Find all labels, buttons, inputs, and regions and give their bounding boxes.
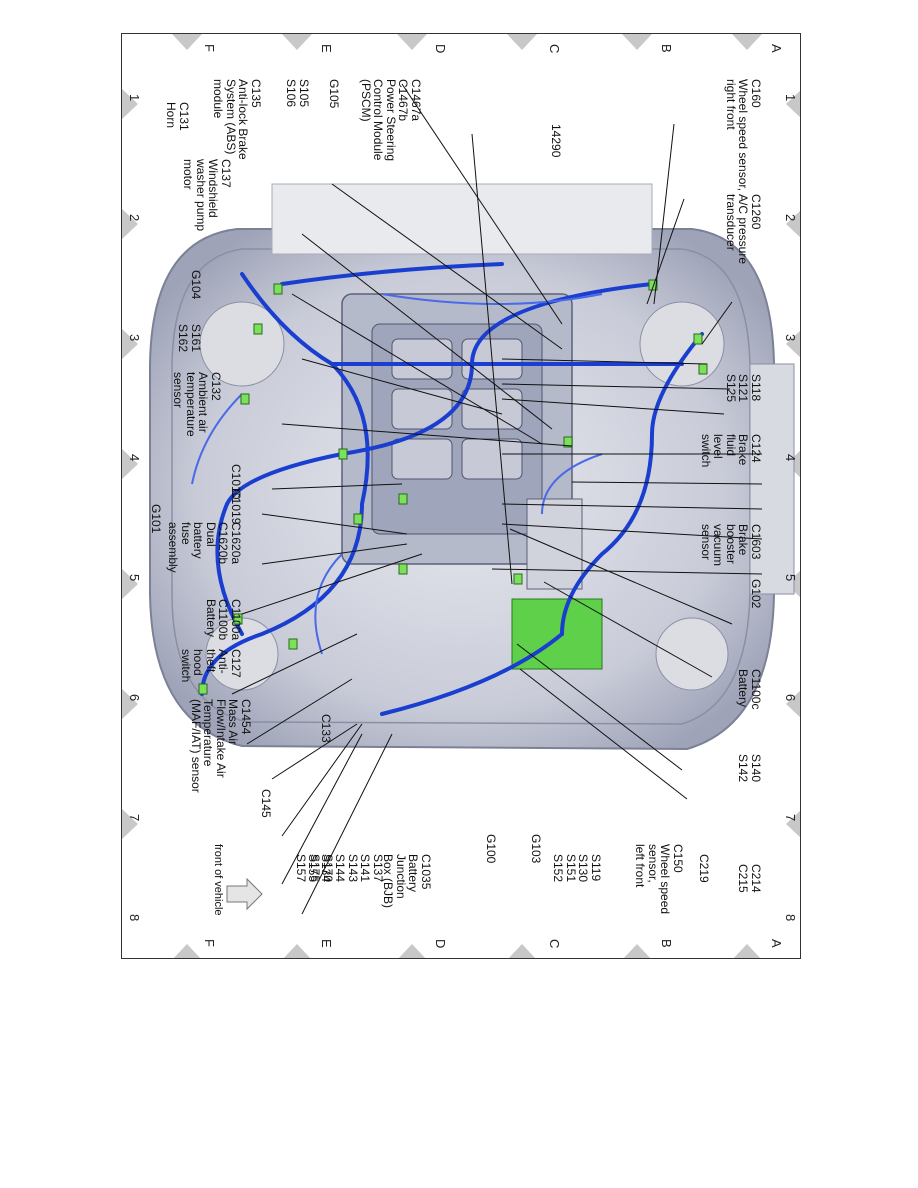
label-g100: G100 xyxy=(484,834,498,864)
label-g105: G105 xyxy=(327,79,341,109)
grid-col-2-bottom: 2 xyxy=(127,214,142,222)
label-c160: C160 Wheel speed sensor, right front xyxy=(724,79,763,192)
grid-col-4: 4 xyxy=(783,454,798,462)
wiring-secondary xyxy=(191,293,603,655)
label-c150: C150 Wheel speed sensor, left front xyxy=(633,844,686,915)
grid-col-1: 1 xyxy=(783,94,798,102)
label-c214: C214 C215 xyxy=(736,864,764,893)
label-s161: S161 S162 xyxy=(176,324,204,353)
grid-col-7: 7 xyxy=(783,814,798,822)
label-c1100a: C1100a C1100b Battery xyxy=(204,599,243,641)
label-c132: C132 Ambient air temperature sensor xyxy=(171,372,224,437)
label-s118: S118 S121 S125 xyxy=(724,374,763,403)
label-c137: C137 Windshield washer pump motor xyxy=(181,159,234,232)
diagram-sheet: 1 2 3 4 5 6 7 8 A B C D E F A B C D E F … xyxy=(121,33,801,959)
grid-row-a-right: A xyxy=(769,939,784,948)
grid-col-6: 6 xyxy=(783,694,798,702)
label-c1467a: C1467a C1467b Power Steering Control Mod… xyxy=(359,79,423,162)
grid-row-b: B xyxy=(659,44,674,53)
label-s134: S134 S155 S157 xyxy=(294,854,333,883)
label-c1035: C1035 Battery Junction Box (BJB) xyxy=(381,854,434,909)
grid-markers xyxy=(122,34,800,958)
grid-row-a: A xyxy=(769,44,784,53)
grid-row-e: E xyxy=(319,44,334,53)
engine-bay-illustration xyxy=(122,34,800,958)
grid-col-6-bottom: 6 xyxy=(127,694,142,702)
label-g102: G102 xyxy=(749,579,763,609)
grid-col-8-bottom: 8 xyxy=(127,914,142,922)
label-c124: C124 Brake fluid level switch xyxy=(699,434,763,468)
grid-col-2: 2 xyxy=(783,214,798,222)
grid-row-f-right: F xyxy=(202,939,217,947)
label-s105: S105 S106 xyxy=(284,79,312,108)
label-14290: 14290 xyxy=(549,124,563,158)
label-c127: C127 Anti- theft hood switch xyxy=(179,649,243,683)
grid-col-8: 8 xyxy=(783,914,798,922)
label-s140: S140 S142 xyxy=(736,754,764,783)
grid-row-e-right: E xyxy=(319,939,334,948)
grid-col-7-bottom: 7 xyxy=(127,814,142,822)
label-c145: C145 xyxy=(259,789,273,818)
grid-col-4-bottom: 4 xyxy=(127,454,142,462)
grid-col-1-bottom: 1 xyxy=(127,94,142,102)
label-c219: C219 xyxy=(697,854,711,883)
label-c131: C131 Horn xyxy=(164,102,192,131)
grid-row-f: F xyxy=(202,44,217,52)
label-g101: G101 xyxy=(149,504,163,534)
label-c1010: C1010 xyxy=(229,464,243,500)
connectors xyxy=(198,279,708,695)
label-c1100c: C1100c Battery xyxy=(736,669,764,710)
rotated-diagram: 1 2 3 4 5 6 7 8 A B C D E F A B C D E F … xyxy=(122,34,800,958)
label-c133: C133 xyxy=(319,714,333,743)
label-g104: G104 xyxy=(189,270,203,300)
label-c135: C135 Anti-lock Brake System (ABS) module xyxy=(211,79,264,160)
grid-col-5: 5 xyxy=(783,574,798,582)
label-s119: S119 S130 S151 S152 xyxy=(551,854,604,883)
grid-col-5-bottom: 5 xyxy=(127,574,142,582)
label-c1620a: C1620a C1620b Dual battery fuse assembly xyxy=(166,522,244,573)
grid-col-3: 3 xyxy=(783,334,798,342)
leader-lines xyxy=(231,83,763,915)
grid-row-c-right: C xyxy=(547,939,562,949)
grid-row-c: C xyxy=(547,44,562,54)
label-c1454: C1454 Mass Air Flow/Intake Air Temperatu… xyxy=(189,699,253,793)
label-c1603: C1603 Brake booster vacuum sensor xyxy=(699,524,763,567)
label-g103: G103 xyxy=(529,834,543,864)
grid-row-b-right: B xyxy=(659,939,674,948)
label-c1260: C1260 A/C pressure transducer xyxy=(724,194,763,265)
front-of-vehicle-note: front of vehicle xyxy=(212,844,224,916)
grid-row-d-right: D xyxy=(433,939,448,949)
grid-row-d: D xyxy=(433,44,448,54)
front-arrow-shape xyxy=(226,877,263,911)
grid-col-3-bottom: 3 xyxy=(127,334,142,342)
